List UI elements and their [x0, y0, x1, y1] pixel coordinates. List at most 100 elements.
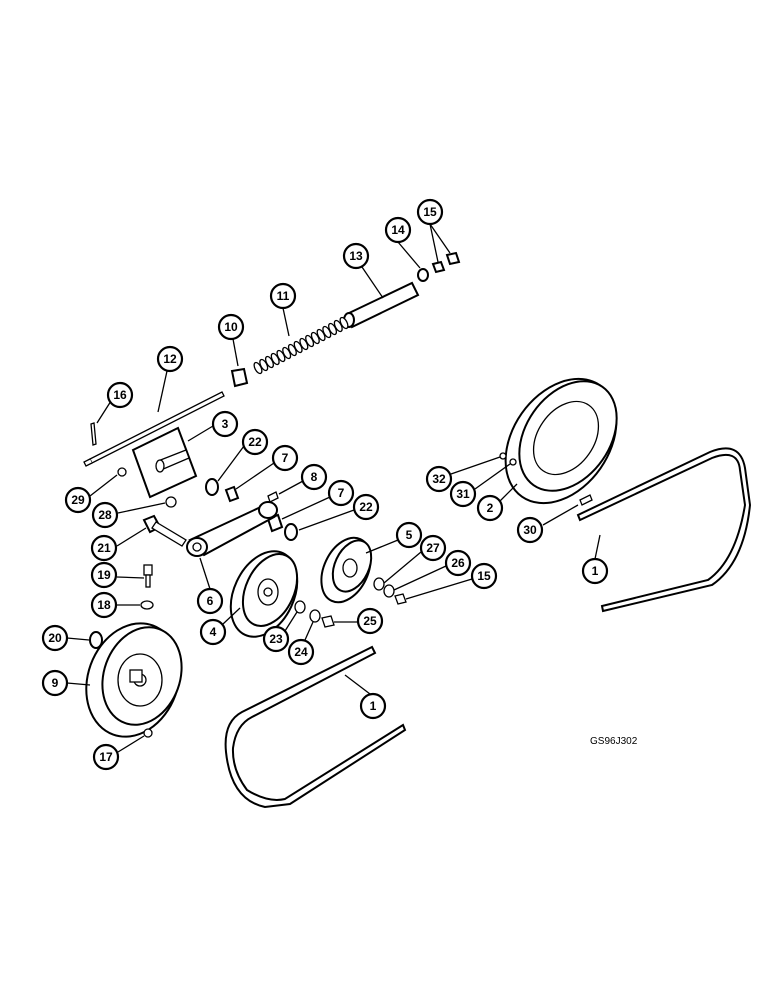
callout-circle: [90, 534, 118, 562]
callout-circle: [327, 479, 355, 507]
leader-line: [187, 425, 214, 442]
callout-circle: [91, 501, 119, 529]
callout-label: 6: [207, 594, 214, 608]
part-6-arm: [186, 501, 278, 557]
callout-label: 26: [451, 556, 465, 570]
callout-23: 23: [262, 625, 290, 653]
callout-label: 22: [359, 500, 373, 514]
part-12-rod: [83, 391, 225, 467]
part-22-bushing-a: [205, 478, 219, 496]
callout-17: 17: [92, 743, 120, 771]
callout-label: 16: [113, 388, 127, 402]
leader-line: [361, 266, 384, 299]
callout-label: 7: [338, 486, 345, 500]
part-17-nut: [143, 728, 153, 738]
callout-13: 13: [342, 242, 370, 270]
callout-circle: [287, 638, 315, 666]
callout-label: 20: [48, 631, 62, 645]
leader-line: [383, 551, 422, 584]
callout-circle: [106, 381, 134, 409]
callout-circle: [269, 282, 297, 310]
leader-lines: [66, 223, 601, 753]
callout-label: 15: [423, 205, 437, 219]
leader-line: [116, 527, 147, 547]
part-28-washer: [165, 496, 177, 508]
callout-15: 15: [416, 198, 444, 226]
part-29-nut: [117, 467, 127, 477]
leader-line: [281, 496, 331, 520]
part-15-nut-b: [394, 593, 407, 605]
callout-3: 3: [211, 410, 239, 438]
leader-line: [117, 502, 166, 514]
callout-24: 24: [287, 638, 315, 666]
part-20-washer: [89, 631, 103, 649]
callout-label: 30: [523, 523, 537, 537]
callout-circle: [359, 692, 387, 720]
callout-4: 4: [199, 618, 227, 646]
callout-circle: [41, 669, 69, 697]
part-11-spring: [253, 316, 349, 375]
callout-6: 6: [196, 587, 224, 615]
part-7-spacer-a: [224, 485, 240, 503]
leader-line: [222, 607, 241, 625]
callout-label: 14: [391, 223, 405, 237]
leader-line: [405, 578, 473, 600]
callout-9: 9: [41, 669, 69, 697]
leader-line: [96, 400, 112, 424]
callout-1: 1: [581, 557, 609, 585]
callout-label: 24: [294, 645, 308, 659]
part-3-plate: [131, 426, 198, 499]
callout-label: 11: [277, 289, 290, 303]
part-8-fitting: [267, 491, 279, 503]
callout-30: 30: [516, 516, 544, 544]
part-27-washer: [373, 577, 385, 591]
part-15-nuts-top: [431, 251, 461, 274]
callout-circle: [416, 198, 444, 226]
leader-line: [344, 674, 371, 695]
callout-circle: [41, 624, 69, 652]
callout-circle: [196, 587, 224, 615]
part-31-washer: [509, 458, 517, 466]
callout-circle: [90, 591, 118, 619]
callout-7: 7: [271, 444, 299, 472]
callout-28: 28: [91, 501, 119, 529]
callout-label: 21: [97, 541, 111, 555]
callout-7: 7: [327, 479, 355, 507]
callout-circle: [516, 516, 544, 544]
part-21-bolt: [142, 514, 187, 547]
callout-label: 31: [456, 487, 470, 501]
callout-circle: [90, 561, 118, 589]
callout-circle: [425, 465, 453, 493]
leader-line: [298, 509, 355, 531]
callout-label: 3: [222, 417, 229, 431]
callout-20: 20: [41, 624, 69, 652]
leader-line: [393, 565, 447, 591]
callout-label: 12: [163, 352, 177, 366]
callout-26: 26: [444, 549, 472, 577]
callout-5: 5: [395, 521, 423, 549]
leader-line: [117, 735, 145, 753]
part-30-bolt: [579, 494, 593, 506]
callout-circle: [64, 486, 92, 514]
callout-circle: [217, 313, 245, 341]
callout-31: 31: [449, 480, 477, 508]
callout-circle: [241, 428, 269, 456]
leader-line: [232, 338, 239, 367]
callout-32: 32: [425, 465, 453, 493]
callout-circle: [470, 562, 498, 590]
leader-line: [89, 474, 118, 497]
callout-label: 25: [363, 614, 377, 628]
callout-2: 2: [476, 494, 504, 522]
leader-line: [542, 504, 579, 526]
leader-line: [594, 534, 601, 560]
part-16-pin: [90, 422, 97, 446]
callout-circle: [199, 618, 227, 646]
callout-12: 12: [156, 345, 184, 373]
callout-label: 22: [248, 435, 262, 449]
callout-8: 8: [300, 463, 328, 491]
part-1-belt-right: [576, 447, 752, 613]
leader-line: [217, 445, 245, 482]
part-13-sleeve: [343, 281, 420, 329]
callout-label: 4: [210, 625, 217, 639]
